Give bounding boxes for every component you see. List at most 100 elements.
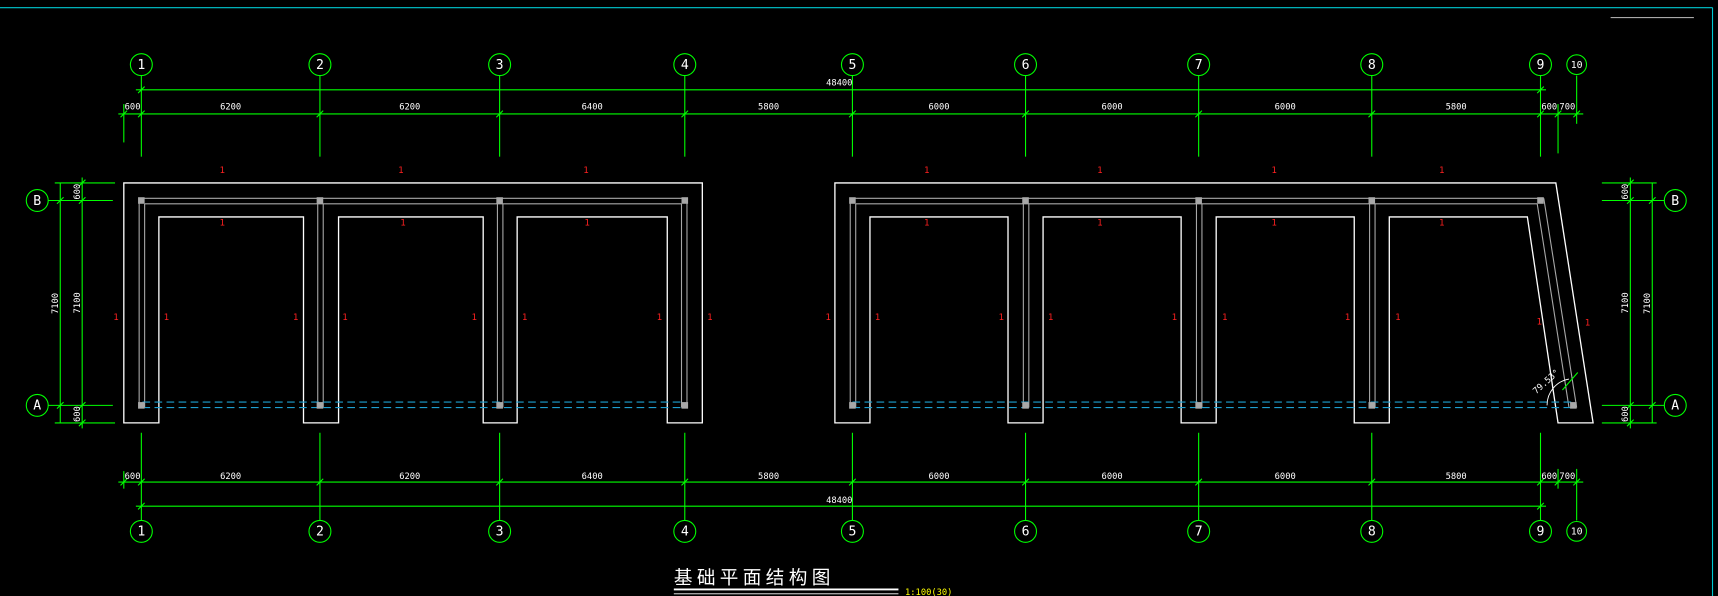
dimension-tick (848, 110, 857, 118)
column-marker (849, 402, 856, 409)
dimension-text-top: 600 (125, 103, 141, 113)
dimension-text-bottom: 5800 (1446, 472, 1467, 482)
dimension-tick (848, 478, 857, 486)
angle-leader-line (1562, 372, 1579, 391)
axis-label-top-2: 2 (316, 58, 324, 73)
axis-label-bottom-2: 2 (316, 525, 324, 540)
dimension-tick (56, 196, 64, 205)
dimension-tick (1536, 502, 1545, 510)
section-cut-mark: 1 (113, 313, 119, 323)
axis-bubble-top-10 (1566, 54, 1588, 76)
dimension-tick (1194, 478, 1203, 486)
dimension-text-top: 6000 (1275, 103, 1296, 113)
dimension-tick (78, 401, 86, 410)
dimension-tick (78, 196, 86, 205)
axis-label-bottom-3: 3 (496, 525, 504, 540)
dimension-tick (1536, 86, 1545, 94)
axis-label-right-row-1: B (1671, 194, 1679, 209)
axis-label-top-10: 10 (1571, 60, 1583, 71)
dimension-text-bottom: 6400 (582, 472, 603, 482)
section-cut-mark: 1 (657, 313, 663, 323)
slanted-beam-line (1543, 198, 1578, 408)
dimension-text-top: 700 (1559, 103, 1575, 113)
foundation-right-block: 79.53° (834, 182, 1594, 424)
overall-depth-text-right: 7100 (1643, 293, 1653, 314)
viewport-frame (0, 7, 1714, 596)
section-cut-mark: 1 (924, 166, 930, 176)
column-marker (1022, 197, 1029, 204)
column-marker (1368, 402, 1376, 409)
section-cut-mark: 1 (220, 219, 226, 229)
section-cut-mark: 1 (1097, 219, 1103, 229)
section-cut-mark: 1 (1439, 166, 1445, 176)
dimension-tick (1021, 110, 1030, 118)
column-marker (496, 402, 503, 409)
dimension-tick (1368, 110, 1376, 118)
section-cut-mark: 1 (293, 313, 299, 323)
section-cut-mark: 1 (1271, 166, 1277, 176)
dimension-text-bottom: 6200 (399, 472, 420, 482)
section-cut-mark: 1 (584, 219, 590, 229)
axis-label-top-5: 5 (848, 58, 856, 73)
drawing-title: 基础平面结构图 (674, 568, 835, 589)
section-cut-mark: 1 (164, 313, 170, 323)
section-cut-mark: 1 (999, 313, 1005, 323)
axis-label-top-4: 4 (681, 58, 689, 73)
dimension-tick (681, 478, 689, 486)
dimension-tick (137, 110, 146, 118)
dimension-tick (137, 502, 146, 510)
section-cut-mark: 1 (826, 313, 832, 323)
depth-dimension-text-left: 600 (73, 406, 83, 422)
column-marker (1022, 402, 1029, 409)
column-marker (1195, 197, 1202, 204)
slanted-beam-line (1536, 203, 1570, 408)
axis-bubble-bottom-10 (1566, 520, 1588, 542)
dimension-text-top: 6000 (1102, 103, 1123, 113)
dimension-text-bottom: 6000 (1102, 472, 1123, 482)
column-marker (316, 197, 324, 204)
dimension-text-top: 5800 (758, 103, 779, 113)
foundation-left-block (123, 182, 703, 424)
dimension-tick (78, 419, 86, 427)
angle-label: 79.53° (1531, 368, 1561, 397)
axis-label-top-1: 1 (137, 58, 145, 73)
overall-depth-text-left: 7100 (51, 293, 61, 314)
dimension-text-top: 6000 (928, 103, 949, 113)
dimension-text-top: 6200 (220, 103, 241, 113)
dimension-text-top: 5800 (1446, 103, 1467, 113)
axis-label-top-3: 3 (496, 58, 504, 73)
axis-label-top-8: 8 (1368, 58, 1376, 73)
column-marker (138, 197, 145, 204)
dimension-text-top: 6200 (399, 103, 420, 113)
dimension-text-bottom: 700 (1559, 472, 1575, 482)
depth-dimension-text-right: 600 (1621, 184, 1631, 200)
section-cut-mark: 1 (1439, 219, 1445, 229)
dimension-text-bottom: 6000 (928, 472, 949, 482)
dimension-tick (1021, 478, 1030, 486)
dimension-tick (1536, 478, 1545, 486)
axis-label-bottom-7: 7 (1195, 525, 1203, 540)
strip-footing-outline-right (834, 182, 1594, 424)
axis-label-bottom-5: 5 (848, 525, 856, 540)
dimension-text-bottom: 6000 (1275, 472, 1296, 482)
depth-dimension-text-right: 7100 (1621, 292, 1631, 313)
axis-label-top-9: 9 (1537, 58, 1545, 73)
axis-label-bottom-6: 6 (1022, 525, 1030, 540)
column-marker (1368, 197, 1376, 204)
section-cut-mark: 1 (1585, 318, 1591, 328)
section-cut-mark: 1 (472, 313, 478, 323)
dimension-tick (495, 110, 504, 118)
axis-label-bottom-1: 1 (137, 525, 145, 540)
dimension-text-bottom: 5800 (758, 472, 779, 482)
overall-dimension-text-top: 48400 (826, 78, 852, 88)
section-cut-mark: 1 (220, 166, 226, 176)
axis-label-bottom-9: 9 (1537, 525, 1545, 540)
dimension-tick (316, 478, 324, 486)
dimension-layer: 600 6200 6200 6400 5800 6000 6000 6000 5800 600 70… (51, 78, 1657, 510)
axis-label-bottom-4: 4 (681, 525, 689, 540)
axis-label-left-row-2: A (33, 399, 41, 414)
column-marker (1570, 402, 1577, 409)
dimension-tick (56, 401, 64, 410)
axis-label-bottom-10: 10 (1571, 527, 1583, 538)
